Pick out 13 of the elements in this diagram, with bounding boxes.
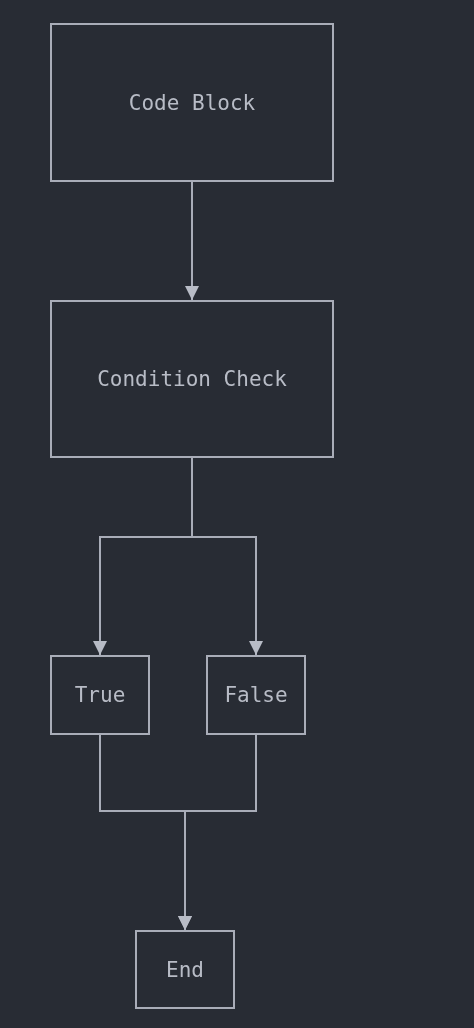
node-label: Code Block — [128, 90, 256, 115]
process-box — [50, 23, 334, 182]
process-box — [50, 655, 150, 735]
node-label: End — [166, 957, 204, 982]
process-box — [206, 655, 306, 735]
node-label: Condition Check — [97, 367, 287, 391]
arrow — [191, 457, 263, 656]
node-label: False — [224, 683, 288, 707]
arrow — [178, 734, 257, 931]
node-label: True — [74, 683, 126, 707]
process-box — [135, 930, 235, 1009]
process-box — [50, 300, 334, 458]
arrow — [185, 181, 199, 301]
